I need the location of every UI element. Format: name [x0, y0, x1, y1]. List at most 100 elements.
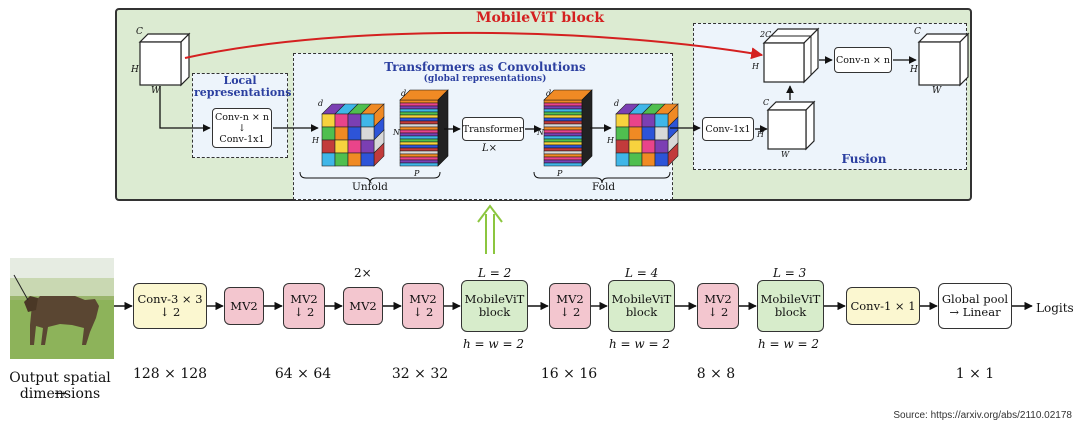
pipeline-block-conv1: Conv-1 × 1: [846, 287, 920, 325]
cube-cell: [334, 139, 349, 154]
unfold-color-cube: [321, 103, 385, 167]
stack-layer: [543, 120, 583, 125]
axis-h-unfold: H: [312, 136, 319, 145]
pipeline-block-line1: MobileViT: [760, 292, 821, 306]
axis-c-fusion: C: [763, 98, 770, 107]
cube-cell: [641, 152, 656, 167]
cube-cell: [628, 152, 643, 167]
cube-cell: [321, 126, 336, 141]
stack-layer: [399, 138, 439, 143]
stack-layer: [543, 117, 583, 122]
pipeline-block-line2: → Linear: [949, 305, 1001, 319]
axis-c-input: C: [136, 27, 143, 37]
cube-cell: [641, 126, 656, 141]
stack-layer: [399, 153, 439, 158]
axis-h-concat: H: [752, 62, 759, 71]
stack-layer: [399, 162, 439, 167]
axis-h-input: H: [131, 65, 139, 75]
stack-layer: [543, 144, 583, 149]
dimension-3: 32 × 32: [391, 366, 449, 382]
axis-2c-concat: 2C: [760, 30, 772, 39]
axis-d-patch1: d: [401, 89, 407, 98]
output-y-cube: [917, 32, 970, 87]
skip-connection-arrow: [184, 31, 764, 60]
cube-cell: [615, 113, 630, 128]
stack-side: [581, 89, 593, 167]
logits-label: Logits: [1036, 301, 1074, 315]
stack-layer: [543, 99, 583, 104]
pipeline-block-line2: ↓ 2: [412, 305, 434, 319]
stack-layer: [543, 150, 583, 155]
dimension-5: 8 × 8: [696, 366, 736, 382]
stack-layer: [543, 105, 583, 110]
cube-cell: [628, 126, 643, 141]
fusion-title: Fusion: [841, 152, 887, 166]
cube-cell: [321, 152, 336, 167]
stack-layer: [399, 111, 439, 116]
local-representations-title: Local representations: [194, 74, 292, 99]
pipeline-block-line2: ↓ 2: [707, 305, 729, 319]
pipeline-block-mv2a: MV2: [224, 287, 264, 325]
axis-d-patch2: d: [546, 89, 552, 98]
stack-layer: [543, 114, 583, 119]
dimension-4: 16 × 16: [540, 366, 598, 382]
stack-layer: [399, 99, 439, 104]
axis-h-output: H: [910, 65, 918, 75]
stack-layer: [399, 117, 439, 122]
pipeline-block-mv2b: MV2↓ 2: [283, 283, 325, 329]
stack-layer: [399, 105, 439, 110]
input-to-local-arrow: [159, 86, 211, 132]
cube-cell: [334, 113, 349, 128]
stack-layer: [543, 141, 583, 146]
axis-w-input: W: [151, 86, 161, 96]
transformer-box: Transformer: [462, 117, 524, 141]
stack-layer: [399, 135, 439, 140]
axis-n-patch1: N: [393, 128, 400, 137]
fusion-convnn-label: Conv-n × n: [836, 54, 890, 66]
mobilevit-hw-label-2: h = w = 2: [609, 337, 671, 351]
local-conv-box: Conv-n × n ↓ Conv-1x1: [212, 108, 272, 148]
stack-layer: [399, 108, 439, 113]
cube-cell: [347, 152, 362, 167]
cube-cell: [360, 152, 375, 167]
stack-layer: [543, 138, 583, 143]
stack-layer: [543, 111, 583, 116]
stack-layer: [399, 123, 439, 128]
pipeline-block-line1: Global pool: [941, 292, 1009, 306]
pipeline-block-line1: Conv-3 × 3: [137, 292, 203, 306]
stack-layer: [399, 144, 439, 149]
axis-w-output: W: [932, 86, 942, 96]
axis-h-fold: H: [607, 136, 614, 145]
stack-layer: [399, 141, 439, 146]
stack-layer: [543, 159, 583, 164]
cube-cell: [641, 139, 656, 154]
cube-cell: [347, 113, 362, 128]
fusion-local-cube: [766, 100, 816, 151]
unfold-label: Unfold: [352, 181, 388, 193]
stack-layer: [543, 156, 583, 161]
input-x-cube: [138, 32, 191, 87]
fold-color-cube: [615, 103, 679, 167]
cube-cell: [654, 152, 669, 167]
cube-cell: [360, 126, 375, 141]
fusion-concat-cube: [762, 27, 820, 84]
stack-side: [437, 89, 449, 167]
unfold-patch-stack: [399, 89, 449, 167]
cube-cell: [334, 126, 349, 141]
pipeline-block-mv2c: MV2: [343, 287, 383, 325]
stack-layer: [399, 126, 439, 131]
pipeline-block-mv2f: MV2↓ 2: [697, 283, 739, 329]
cube-cell: [321, 113, 336, 128]
fold-patch-stack: [543, 89, 593, 167]
stack-layer: [399, 120, 439, 125]
pipeline-block-line2: block: [774, 305, 807, 319]
dimension-6: 1 × 1: [955, 366, 995, 382]
axis-p-patch1: P: [414, 169, 420, 178]
pipeline-block-line1: MV2: [704, 292, 732, 306]
dimensions-caption-line1: Output spatial →: [9, 370, 111, 402]
cube-cell: [654, 139, 669, 154]
local-conv-top-label: Conv-n × n: [215, 111, 269, 123]
pipeline-block-line2: block: [625, 305, 658, 319]
stack-layer: [399, 156, 439, 161]
